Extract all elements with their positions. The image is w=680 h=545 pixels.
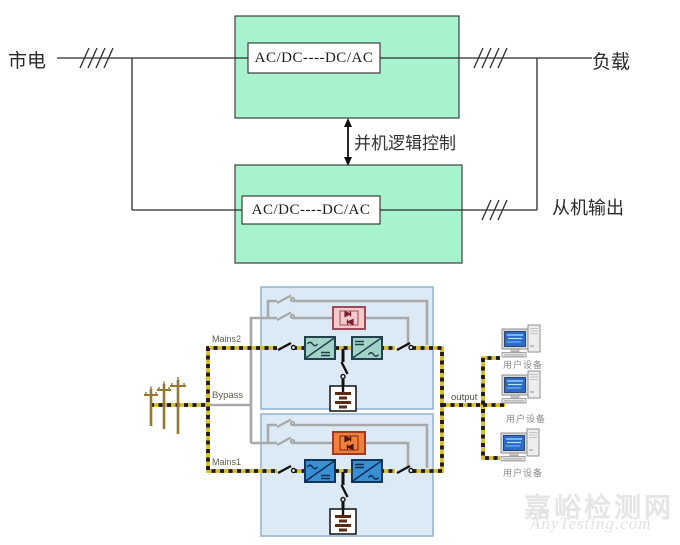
battery-icon	[329, 385, 357, 412]
utility-pole-icon	[144, 377, 186, 434]
battery-branch	[329, 472, 357, 535]
user-device-label: 用户设备	[503, 468, 544, 478]
master-unit-label-plate	[247, 42, 381, 74]
inverter-icon	[351, 459, 383, 483]
slave-output-label: 从机输出	[552, 198, 624, 218]
computer-icon	[501, 324, 541, 358]
thyristor-bypass-icon	[332, 431, 366, 455]
bypass-switch-icons	[276, 294, 296, 446]
rectifier-icon	[304, 336, 336, 360]
hash-marks-icon	[79, 47, 508, 221]
computer-icon	[501, 370, 541, 404]
output-label: output	[451, 392, 478, 403]
slave-unit-label: AC/DC----DC/AC	[251, 202, 371, 218]
battery-branch	[329, 349, 357, 412]
master-unit-label: AC/DC----DC/AC	[254, 50, 374, 66]
mains-label: 市电	[8, 51, 47, 72]
master-slave-block-diagram	[57, 15, 592, 264]
mains2-label: Mains2	[212, 334, 242, 344]
inverter-icon	[351, 336, 383, 360]
slave-unit-label-plate	[241, 195, 381, 225]
computer-icon	[500, 428, 540, 462]
battery-icon	[329, 508, 357, 535]
bypass-label: Bypass	[212, 390, 244, 401]
mains1-label: Mains1	[212, 457, 242, 467]
power-switch-icons	[277, 341, 414, 475]
parallel-ups-schematic	[144, 286, 541, 537]
thyristor-bypass-icon	[332, 306, 366, 330]
rectifier-icon	[304, 459, 336, 483]
double-arrow-icon	[344, 118, 352, 166]
watermark-site-url: AnyTesting.com	[530, 514, 652, 533]
watermark-site-name: 嘉峪检测网	[524, 493, 674, 523]
load-label: 负载	[592, 52, 631, 73]
parallel-control-label: 并机逻辑控制	[354, 134, 456, 153]
user-device-label: 用户设备	[506, 414, 547, 424]
bypass-wiring	[208, 299, 429, 468]
user-device-label: 用户设备	[503, 360, 544, 370]
